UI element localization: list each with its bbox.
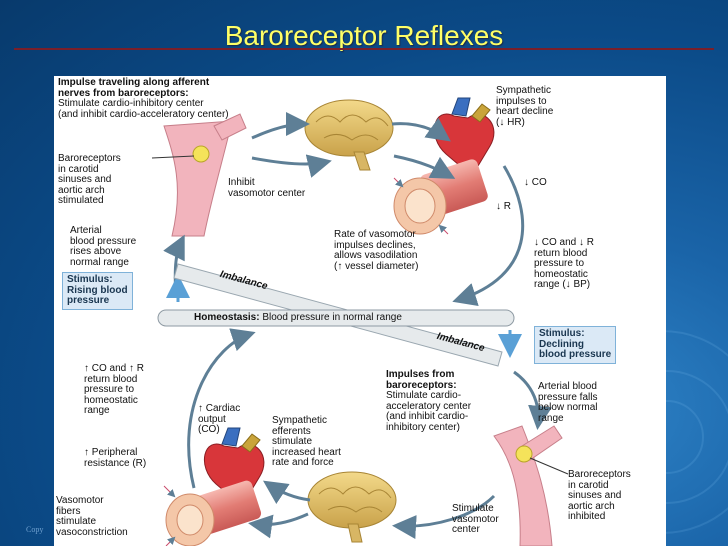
stimulus-rising-box: Stimulus: Rising blood pressure [62, 272, 133, 310]
stimulate-vasomotor-label: Stimulate vasomotor center [452, 503, 499, 535]
arterial-pressure-rises-label: Arterial blood pressure rises above norm… [70, 225, 137, 268]
cardiac-output-label: ↑ Cardiac output (CO) [198, 403, 241, 435]
r-down-label: ↓ R [496, 201, 511, 212]
co-r-return-up-label: ↑ CO and ↑ R return blood pressure to ho… [84, 363, 145, 416]
arterial-pressure-falls-label: Arterial blood pressure falls below norm… [538, 381, 598, 424]
diagram-panel: Impulse traveling along afferent nerves … [54, 76, 666, 546]
stimulus-declining-box: Stimulus: Declining blood pressure [534, 326, 617, 364]
carotid-artery-top [151, 113, 247, 237]
diagram-graphics [151, 97, 569, 546]
impulses-title: Impulses from baroreceptors: [386, 369, 457, 391]
afferent-title: Impulse traveling along afferent nerves … [58, 77, 210, 99]
title-underline [14, 48, 714, 50]
homeostasis-label: Homeostasis: Blood pressure in normal ra… [194, 312, 402, 324]
brain-top [304, 99, 394, 171]
blood-vessel-top [393, 159, 488, 235]
sympathetic-efferents-label: Sympathetic efferents stimulate increase… [272, 415, 341, 468]
homeostasis-bold: Homeostasis: [194, 312, 260, 323]
vasomotor-fibers-label: Vasomotor fibers stimulate vasoconstrict… [56, 495, 128, 538]
brain-bottom [307, 471, 397, 543]
vasomotor-rate-label: Rate of vasomotor impulses declines, all… [334, 229, 419, 272]
baroreceptors-inhibited-label: Baroreceptors in carotid sinuses and aor… [568, 469, 631, 522]
homeostasis-text: Blood pressure in normal range [259, 312, 402, 323]
copyright-text: Copy [26, 525, 44, 534]
homeostasis-bar [157, 309, 515, 327]
cycle-arrows-bottom [187, 328, 552, 539]
sympathetic-decline-label: Sympathetic impulses to heart decline (↓… [496, 85, 554, 128]
blood-vessel-bottom [163, 480, 262, 546]
slide-title: Baroreceptor Reflexes [224, 20, 504, 51]
peripheral-resistance-label: ↑ Peripheral resistance (R) [84, 447, 147, 469]
baroreceptors-stimulated-label: Baroreceptors in carotid sinuses and aor… [58, 153, 121, 206]
carotid-artery-bottom [493, 425, 569, 546]
impulses-body: Stimulate cardio- acceleratory center (a… [386, 390, 472, 433]
co-down-label: ↓ CO [524, 177, 547, 188]
afferent-body: Stimulate cardio-inhibitory center (and … [58, 98, 229, 120]
inhibit-vasomotor-label: Inhibit vasomotor center [228, 177, 306, 199]
co-r-return-down-label: ↓ CO and ↓ R return blood pressure to ho… [534, 237, 595, 290]
